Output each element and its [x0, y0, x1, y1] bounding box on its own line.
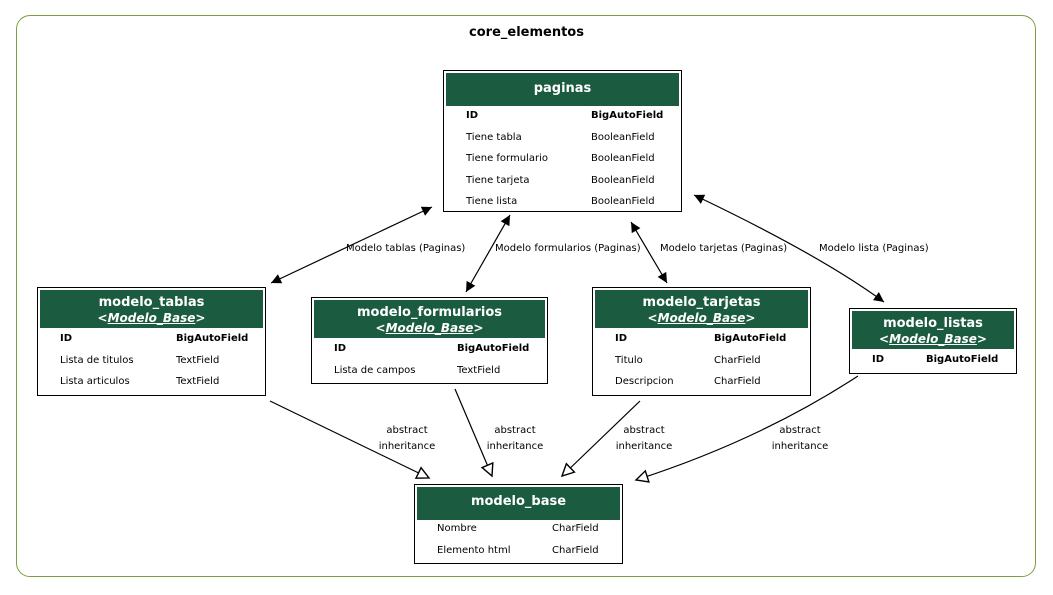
model-header: modelo_formularios <Modelo_Base>	[314, 300, 545, 338]
field-row: ID BigAutoField	[444, 105, 681, 127]
field-type: CharField	[552, 523, 599, 534]
field-name: ID	[334, 343, 347, 354]
inheritance-edge-tarjetas	[560, 400, 641, 478]
field-type: CharField	[714, 376, 761, 387]
field-row: Tiene lista BooleanField	[444, 191, 681, 213]
model-header: modelo_tarjetas <Modelo_Base>	[595, 290, 808, 328]
relation-label-tablas: Modelo tablas (Paginas)	[346, 243, 466, 254]
model-parent: <Modelo_Base>	[879, 332, 987, 346]
relation-edge-tarjetas	[630, 221, 668, 284]
field-name: Elemento html	[437, 544, 511, 556]
model-title: modelo_tablas	[98, 295, 205, 310]
field-row: Lista de campos TextField	[312, 360, 547, 382]
field-name: ID	[60, 333, 73, 344]
relation-label-formularios: Modelo formularios (Paginas)	[495, 243, 641, 254]
field-type: BigAutoField	[457, 343, 530, 354]
relation-edge-formularios	[465, 214, 511, 293]
field-type: BigAutoField	[591, 110, 664, 121]
model-header: modelo_tablas <Modelo_Base>	[40, 290, 263, 328]
model-modelo-base[interactable]: modelo_base Nombre CharField Elemento ht…	[414, 484, 623, 564]
inheritance-edge-listas	[634, 375, 859, 483]
field-type: TextField	[176, 376, 220, 387]
field-row: Nombre CharField	[415, 518, 622, 540]
relation-label-tarjetas: Modelo tarjetas (Paginas)	[660, 243, 788, 254]
field-type: BigAutoField	[926, 354, 999, 365]
field-row: Lista articulos TextField	[38, 371, 265, 393]
model-modelo-tablas[interactable]: modelo_tablas <Modelo_Base> ID BigAutoFi…	[37, 287, 266, 396]
field-name: ID	[872, 354, 885, 365]
field-type: BooleanField	[591, 131, 655, 143]
model-title: paginas	[533, 81, 592, 96]
field-type: BooleanField	[591, 153, 655, 164]
model-header: modelo_base	[417, 487, 620, 520]
field-name: Tiene tabla	[466, 131, 522, 143]
model-paginas[interactable]: paginas ID BigAutoField Tiene tabla Bool…	[443, 70, 682, 212]
field-name: Lista articulos	[60, 376, 130, 387]
model-header: modelo_listas <Modelo_Base>	[852, 311, 1014, 349]
field-row: ID BigAutoField	[850, 349, 1016, 371]
model-title: modelo_tarjetas	[642, 295, 761, 310]
model-title: modelo_formularios	[356, 305, 503, 320]
field-name: Tiene formulario	[466, 153, 548, 164]
field-row: Tiene tabla BooleanField	[444, 127, 681, 149]
field-type: CharField	[714, 354, 761, 366]
inheritance-label-tarjetas: abstract inheritance	[615, 425, 673, 452]
inheritance-label-listas: abstract inheritance	[771, 425, 829, 452]
model-header: paginas	[446, 73, 679, 106]
cluster-core-elementos	[16, 15, 1036, 577]
model-parent: <Modelo_Base>	[97, 311, 206, 325]
field-row: ID BigAutoField	[312, 338, 547, 360]
field-row: Titulo CharField	[593, 350, 810, 372]
field-name: Tiene lista	[466, 196, 518, 207]
field-row: Tiene formulario BooleanField	[444, 148, 681, 170]
field-type: BooleanField	[591, 196, 655, 207]
model-modelo-listas[interactable]: modelo_listas <Modelo_Base> ID BigAutoFi…	[849, 308, 1017, 374]
model-fields: ID BigAutoField	[850, 349, 1016, 371]
field-type: CharField	[552, 544, 599, 556]
field-type: TextField	[176, 354, 220, 366]
field-type: TextField	[457, 364, 501, 376]
cluster-title: core_elementos	[469, 25, 584, 40]
field-name: Titulo	[615, 354, 643, 366]
model-modelo-tarjetas[interactable]: modelo_tarjetas <Modelo_Base> ID BigAuto…	[592, 287, 811, 396]
model-fields: ID BigAutoField Lista de campos TextFiel…	[312, 338, 547, 381]
model-title: modelo_base	[470, 494, 567, 509]
inheritance-edge-formularios	[454, 388, 494, 478]
field-type: BooleanField	[591, 174, 655, 186]
field-type: BigAutoField	[714, 333, 787, 344]
relation-label-listas: Modelo lista (Paginas)	[819, 243, 929, 254]
inheritance-edge-tablas	[269, 400, 431, 479]
model-fields: ID BigAutoField Titulo CharField Descrip…	[593, 328, 810, 393]
model-fields: ID BigAutoField Lista de titulos TextFie…	[38, 328, 265, 393]
field-row: Lista de titulos TextField	[38, 350, 265, 372]
model-parent: <Modelo_Base>	[647, 311, 756, 325]
field-row: Tiene tarjeta BooleanField	[444, 170, 681, 192]
field-name: Lista de titulos	[60, 354, 134, 366]
inheritance-label-tablas: abstract inheritance	[378, 425, 436, 452]
model-modelo-formularios[interactable]: modelo_formularios <Modelo_Base> ID BigA…	[311, 297, 548, 384]
relation-edge-listas	[693, 194, 885, 303]
model-title: modelo_listas	[883, 316, 983, 331]
field-row: ID BigAutoField	[593, 328, 810, 350]
field-row: Descripcion CharField	[593, 371, 810, 393]
model-fields: ID BigAutoField Tiene tabla BooleanField…	[444, 105, 681, 213]
field-type: BigAutoField	[176, 333, 249, 344]
model-fields: Nombre CharField Elemento html CharField	[415, 518, 622, 561]
field-name: Descripcion	[615, 376, 674, 387]
field-name: ID	[615, 333, 628, 344]
relation-edge-tablas	[270, 206, 433, 284]
field-name: ID	[466, 110, 479, 121]
inheritance-label-formularios: abstract inheritance	[486, 425, 544, 452]
field-name: Tiene tarjeta	[466, 174, 530, 186]
model-parent: <Modelo_Base>	[375, 321, 484, 335]
field-name: Nombre	[437, 523, 477, 534]
field-name: Lista de campos	[334, 364, 416, 376]
field-row: Elemento html CharField	[415, 540, 622, 562]
field-row: ID BigAutoField	[38, 328, 265, 350]
